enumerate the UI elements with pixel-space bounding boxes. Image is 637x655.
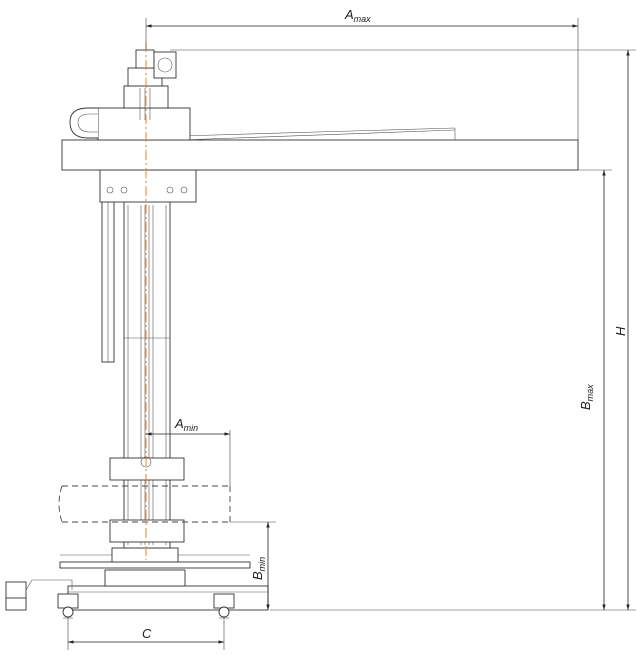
h-letter: H xyxy=(613,326,628,336)
svg-text:H: H xyxy=(613,326,628,336)
column xyxy=(123,199,171,549)
b-min-letter: B xyxy=(250,571,265,580)
dim-a-max: Amax xyxy=(145,7,579,140)
dim-b-max: Bmax xyxy=(578,169,612,610)
svg-text:Amin: Amin xyxy=(174,416,198,433)
svg-text:C: C xyxy=(142,626,152,641)
control-box xyxy=(5,579,73,611)
a-min-letter: A xyxy=(174,416,184,431)
svg-text:Amax: Amax xyxy=(344,7,371,24)
c-letter: C xyxy=(142,626,152,641)
boom-head xyxy=(69,49,191,141)
boom xyxy=(61,127,579,171)
dim-a-min: Amin xyxy=(146,416,231,486)
a-max-letter: A xyxy=(344,7,354,22)
svg-text:Bmin: Bmin xyxy=(250,557,267,580)
dim-c: C xyxy=(67,618,225,650)
b-max-letter: B xyxy=(578,401,593,410)
b-min-subscript: min xyxy=(257,557,267,572)
cable-duct xyxy=(101,177,115,363)
dim-h: H xyxy=(170,49,636,611)
a-max-subscript: max xyxy=(354,14,372,24)
lower-carriage xyxy=(58,456,231,543)
a-min-subscript: min xyxy=(184,423,199,433)
base-carriage xyxy=(57,547,269,619)
svg-text:Bmax: Bmax xyxy=(578,384,595,410)
b-max-subscript: max xyxy=(585,384,595,402)
upper-carriage xyxy=(99,169,197,203)
dim-b-min: Bmin xyxy=(230,521,276,610)
